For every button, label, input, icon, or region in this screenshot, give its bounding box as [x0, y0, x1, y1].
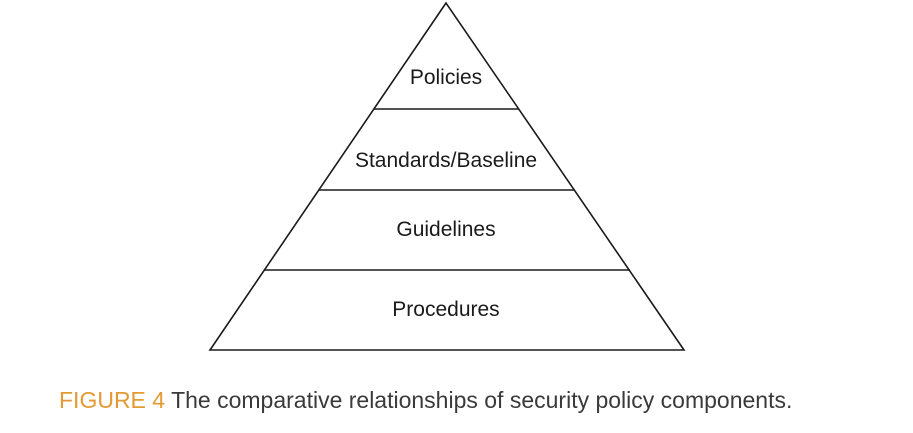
- tier-label-procedures: Procedures: [392, 298, 499, 321]
- pyramid-outline: [208, 1, 686, 351]
- figure-caption: FIGURE 4 The comparative relationships o…: [59, 387, 792, 414]
- caption-text: The comparative relationships of securit…: [171, 387, 793, 413]
- pyramid-diagram: Policies Standards/Baseline Guidelines P…: [208, 1, 686, 351]
- tier-label-policies: Policies: [410, 66, 482, 89]
- tier-label-standards-baseline: Standards/Baseline: [355, 149, 537, 172]
- tier-label-guidelines: Guidelines: [396, 218, 495, 241]
- figure-label: FIGURE 4: [59, 387, 166, 413]
